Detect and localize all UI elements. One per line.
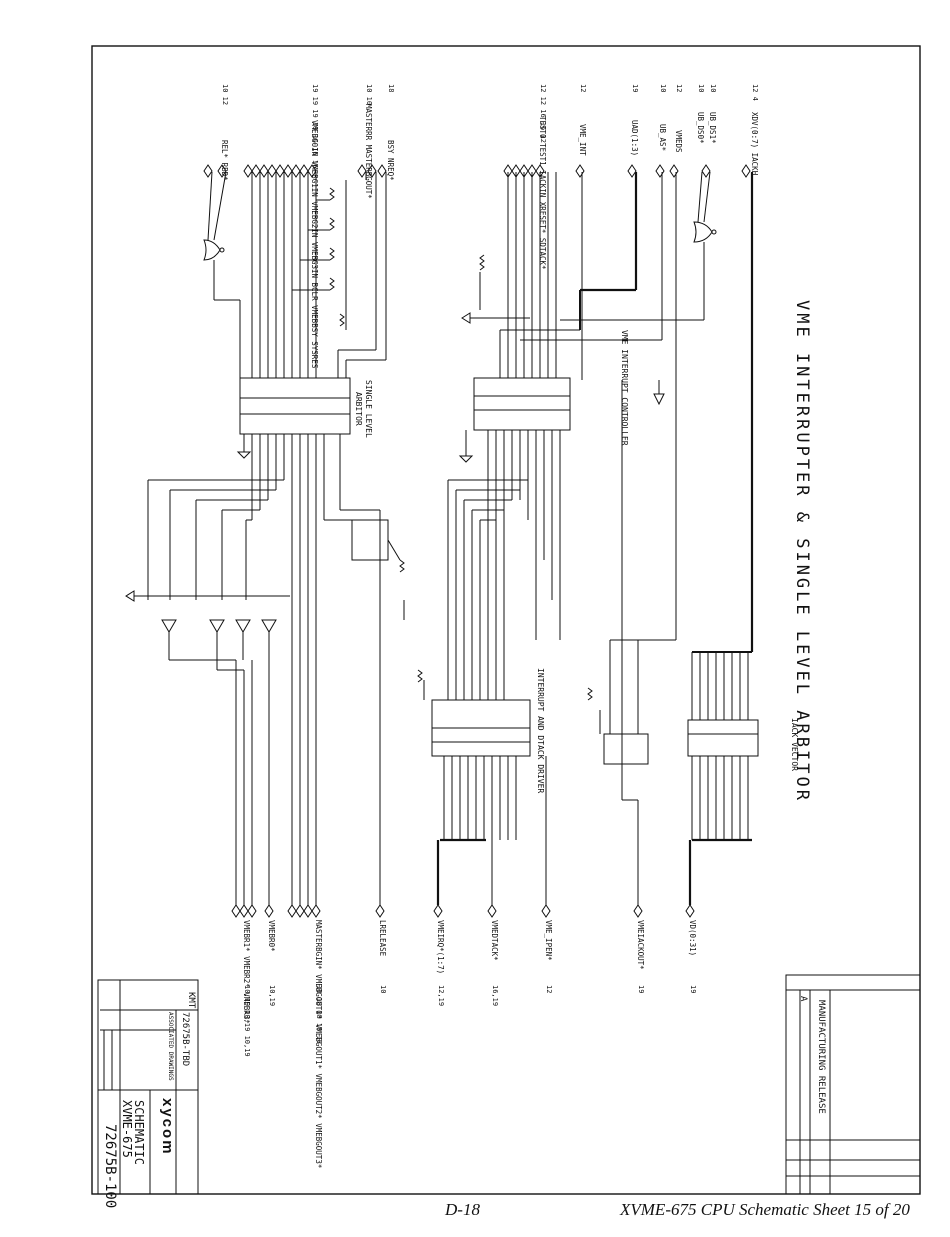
rel-gate <box>203 171 241 378</box>
input-ref: 18 <box>387 84 395 93</box>
interrupt-controller-chip <box>447 172 581 700</box>
output-ref: 10,19 <box>268 985 276 1007</box>
input-ref: 12 <box>579 84 587 93</box>
input-label: XDV(0:7) IACKH <box>750 112 759 176</box>
output-ref: 19 <box>689 985 697 994</box>
input-label: MASTERRR MASTERBGOUT* <box>364 104 373 199</box>
interrupt-driver-chip <box>417 669 531 905</box>
input-label: UB_DS1* <box>708 112 717 144</box>
output-label: VME_IPEN* <box>544 920 553 961</box>
revision-letter: A <box>798 996 808 1002</box>
input-ref: 10 <box>709 84 717 93</box>
output-ref: 10,19 10,19 10,19 <box>243 985 251 1057</box>
arbiter-chip <box>147 172 387 905</box>
interrupt-driver-label: INTERRUPT AND DTACK DRIVER <box>536 668 545 794</box>
sheet-border <box>91 45 921 1195</box>
input-label: REL* RBD* <box>220 140 229 181</box>
input-label: UB_DS0* <box>696 112 705 144</box>
output-connectors <box>231 756 695 918</box>
buffer-u <box>653 380 665 406</box>
input-label: TEST0 TEST1 IACKIN XRESET* SDTACK* <box>538 116 547 270</box>
input-label: VMEDS <box>674 130 683 153</box>
assoc-drawing: 72675B-TBD <box>180 1012 190 1067</box>
iackout-flipflop <box>587 640 649 765</box>
input-ref: 19 <box>631 84 639 93</box>
input-ref: 10 <box>659 84 667 93</box>
iack-vector-chip <box>687 172 759 905</box>
company-logo: xycom <box>159 1098 176 1156</box>
interrupt-controller-label: VME INTERRUPT CONTROLLER <box>620 330 629 446</box>
input-ref: 12 <box>675 84 683 93</box>
input-ref: 12 4 <box>751 84 759 101</box>
revision-block <box>785 974 921 1195</box>
assoc-header: ASSOCIATED DRAWINGS <box>167 1012 174 1081</box>
input-label: VMEBG0IN VMEBG1IN VMEBG2IN VMEBG3IN BCLR… <box>310 120 319 369</box>
arbiter-label-2: ARBITOR <box>354 392 363 426</box>
page-number: D-18 <box>445 1200 480 1219</box>
title-block <box>97 979 199 1195</box>
logic-chip-small <box>351 519 405 620</box>
output-label: VMEDTACK* <box>490 920 499 961</box>
iack-vector-label: IACK VECTOR <box>790 718 799 771</box>
input-label: UB_AS* <box>658 124 667 152</box>
output-label: VMEBR0* <box>267 920 276 952</box>
input-ref: 10 10 <box>365 84 373 106</box>
arbiter-label-1: SINGLE LEVEL <box>364 380 373 438</box>
drawing-number: 72675B-100 <box>102 1124 118 1209</box>
output-label: MASTERBGIN* VMEBGOUT0* VMEBGOUT1* VMEBGO… <box>314 920 323 1169</box>
input-connectors <box>203 164 751 178</box>
drawn-initials: KMT <box>186 992 196 1009</box>
input-label: VME_INT <box>578 124 587 156</box>
drawing-model: XVME-675 <box>120 1100 134 1158</box>
input-ref: 10 12 <box>221 84 229 106</box>
output-ref: 10 <box>379 985 387 994</box>
output-label: VMEIRQ*(1:7) <box>436 920 445 975</box>
output-ref: 16,19 <box>491 985 499 1007</box>
output-ref: 12 <box>545 985 553 994</box>
input-ref: 10 <box>697 84 705 93</box>
revision-header: MANUFACTURING RELEASE <box>816 1000 826 1114</box>
output-ref: 19 <box>637 985 645 994</box>
br-buffers <box>125 590 290 905</box>
control-lines <box>520 172 677 905</box>
output-label: VD(0:31) <box>688 920 697 957</box>
sheet-caption: XVME-675 CPU Schematic Sheet 15 of 20 <box>620 1200 910 1219</box>
output-ref: 12,19 <box>437 985 445 1007</box>
output-ref: 18 18 18 18 18 <box>315 985 323 1045</box>
input-label: BSY NREQ* <box>386 140 395 181</box>
drawing-title: SCHEMATIC <box>132 1100 146 1166</box>
ds-gate <box>560 171 717 321</box>
output-label: LRELEASE <box>378 920 387 957</box>
output-label: VMEIACKOUT* <box>636 920 645 970</box>
input-label: UAD(1:3) <box>630 120 639 157</box>
